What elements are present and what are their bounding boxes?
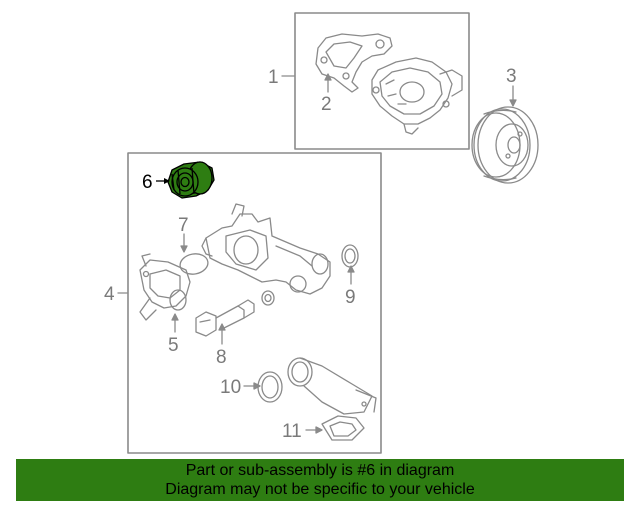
callout-9: 9 xyxy=(345,287,356,308)
callout-7: 7 xyxy=(178,215,189,236)
banner-line-1: Part or sub-assembly is #6 in diagram xyxy=(185,462,455,479)
o-ring-part-7 xyxy=(179,253,209,275)
callout-5: 5 xyxy=(168,335,179,356)
o-ring-part-10-inner xyxy=(261,375,279,399)
arrow-11 xyxy=(315,426,323,434)
group-box-4 xyxy=(127,152,382,454)
arrow-8 xyxy=(218,323,226,331)
arrow-3 xyxy=(509,99,517,107)
callout-2: 2 xyxy=(321,94,332,115)
pump-gasket-part-2 xyxy=(315,33,393,93)
arrow-5 xyxy=(171,313,179,321)
thermostat-part-6-highlighted[interactable] xyxy=(167,161,215,199)
arrow-6 xyxy=(164,178,170,184)
thermostat-main-housing-part-4 xyxy=(201,203,331,295)
callout-4: 4 xyxy=(104,284,115,305)
arrow-9 xyxy=(347,265,355,273)
group-box-1 xyxy=(294,12,470,150)
arrow-7 xyxy=(180,245,188,253)
gasket-part-11 xyxy=(321,415,365,441)
o-ring-part-9-inner xyxy=(344,248,356,264)
coolant-pipe xyxy=(287,357,377,415)
callout-8: 8 xyxy=(216,347,227,368)
callout-10: 10 xyxy=(220,377,241,398)
thermostat-housing-part-5 xyxy=(139,253,191,321)
arrow-10 xyxy=(253,382,261,390)
callout-11: 11 xyxy=(282,421,302,442)
arrow-2 xyxy=(324,73,332,81)
water-pump-part-1 xyxy=(371,57,463,135)
washer xyxy=(261,290,275,306)
banner-line-2: Diagram may not be specific to your vehi… xyxy=(165,481,475,498)
pulley-part-3 xyxy=(471,106,539,184)
washer-inner xyxy=(264,293,272,303)
callout-6: 6 xyxy=(142,172,153,193)
temp-sensor-part-8 xyxy=(195,299,255,337)
callout-1: 1 xyxy=(268,67,279,88)
callout-3: 3 xyxy=(506,66,517,87)
info-banner: Part or sub-assembly is #6 in diagram Di… xyxy=(16,459,624,501)
